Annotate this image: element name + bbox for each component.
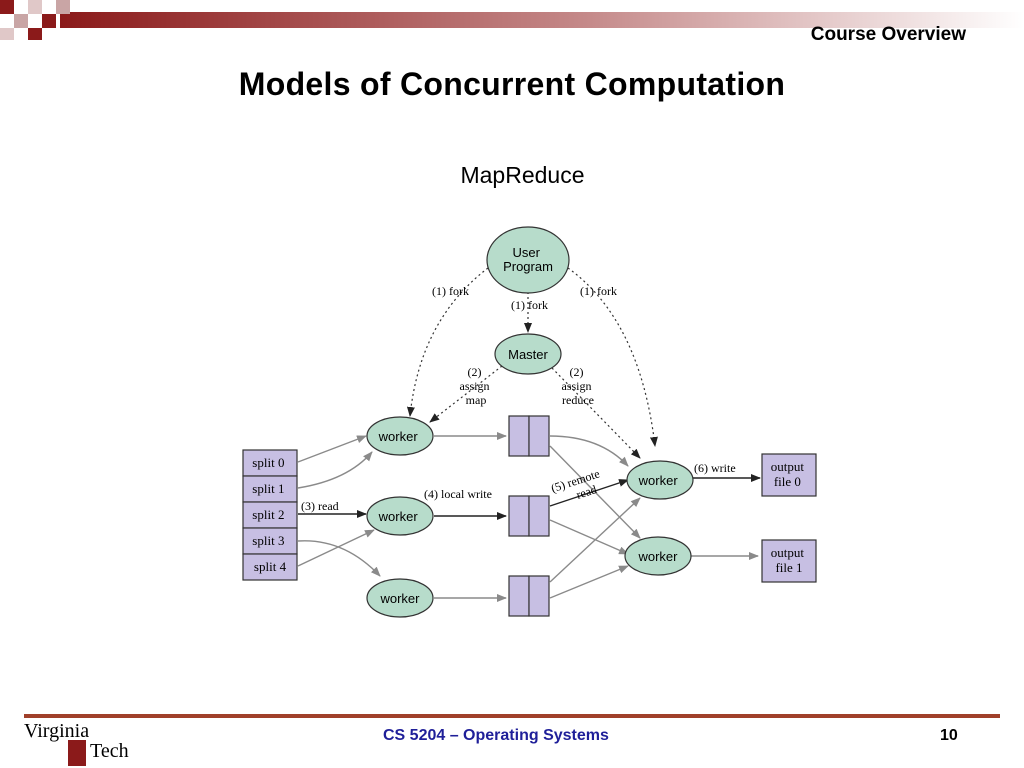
virginia-tech-logo: Virginia Tech bbox=[24, 720, 134, 768]
map-worker-1-label: worker bbox=[378, 429, 419, 444]
svg-text:(2) assign map: (2) assign map bbox=[460, 365, 493, 407]
remote-read-label: (5) remote read bbox=[549, 466, 608, 509]
mapreduce-diagram: User Program Master (1) fork (1) fork (1… bbox=[242, 226, 817, 618]
assign-map-arrow bbox=[429, 365, 503, 423]
split-4-label: split 4 bbox=[254, 559, 287, 574]
user-program-label-2: Program bbox=[503, 259, 553, 274]
write-label: (6) write bbox=[694, 461, 736, 475]
logo-text-2: Tech bbox=[90, 740, 129, 762]
output-file-0-label-1: output bbox=[771, 459, 805, 474]
master-node bbox=[494, 333, 562, 375]
reduce-worker-1-label: worker bbox=[638, 473, 679, 488]
map-worker-2 bbox=[366, 496, 434, 536]
slide-title: Models of Concurrent Computation bbox=[238, 66, 786, 102]
master-label: Master bbox=[508, 347, 548, 362]
svg-text:(2) assign reduce: (2) assign reduce bbox=[562, 365, 595, 407]
intermediate-file-3a bbox=[508, 575, 530, 617]
assign-reduce-label-1: (2) bbox=[570, 365, 584, 379]
output-file-1 bbox=[761, 539, 817, 583]
fork-center-label: (1) fork bbox=[511, 298, 548, 312]
intermediate-file-2a bbox=[508, 495, 530, 537]
logo-tower-icon bbox=[68, 740, 86, 766]
section-label: Course Overview bbox=[810, 24, 966, 45]
assign-reduce-arrow bbox=[551, 367, 641, 459]
map-worker-1 bbox=[366, 416, 434, 456]
split-1-label: split 1 bbox=[252, 481, 284, 496]
footer-divider bbox=[24, 714, 1000, 718]
reduce-worker-1 bbox=[626, 460, 694, 500]
map-worker-3-label: worker bbox=[379, 591, 420, 606]
assign-map-label-1: (2) bbox=[468, 365, 482, 379]
output-file-1-label-1: output bbox=[771, 545, 805, 560]
fork-left-arrow bbox=[406, 267, 489, 417]
reduce-worker-2-label: worker bbox=[637, 549, 678, 564]
intermediate-file-3b bbox=[528, 575, 550, 617]
page-number: 10 bbox=[940, 727, 958, 744]
split-3-label: split 3 bbox=[252, 533, 284, 548]
split-2-label: split 2 bbox=[252, 507, 284, 522]
output-file-0 bbox=[761, 453, 817, 497]
fork-right-arrow bbox=[567, 267, 658, 447]
read-label: (3) read bbox=[301, 499, 339, 513]
svg-text:worker worker worker: worker worker worker bbox=[378, 429, 422, 606]
assign-reduce-label-3: reduce bbox=[562, 393, 594, 407]
intermediate-file-1b bbox=[528, 415, 550, 457]
user-program-node bbox=[486, 226, 570, 294]
header-decoration bbox=[0, 0, 1024, 40]
user-program-label-1: User bbox=[512, 245, 540, 260]
fork-left-label: (1) fork bbox=[432, 284, 469, 298]
intermediate-file-2b bbox=[528, 495, 550, 537]
input-splits bbox=[242, 449, 298, 581]
map-worker-2-label: worker bbox=[378, 509, 419, 524]
fork-right-label: (1) fork bbox=[580, 284, 617, 298]
reduce-worker-2 bbox=[624, 536, 692, 576]
svg-text:User Program: User Program bbox=[503, 245, 553, 274]
svg-text:worker worker: worker worker bbox=[637, 473, 681, 564]
map-worker-3 bbox=[366, 578, 434, 618]
assign-map-label-3: map bbox=[466, 393, 487, 407]
output-file-0-label-2: file 0 bbox=[774, 474, 801, 489]
course-label: CS 5204 – Operating Systems bbox=[383, 727, 609, 744]
intermediate-file-1a bbox=[508, 415, 530, 457]
diagram-subtitle: MapReduce bbox=[460, 162, 585, 188]
output-file-1-label-2: file 1 bbox=[775, 560, 802, 575]
assign-reduce-label-2: assign bbox=[562, 379, 592, 393]
split-0-label: split 0 bbox=[252, 455, 284, 470]
svg-text:split 0 split 1 split: split 0 split 1 split 2 split 3 split 4 bbox=[252, 455, 287, 574]
local-write-label: (4) local write bbox=[424, 487, 492, 501]
logo-text-1: Virginia bbox=[24, 720, 90, 742]
assign-map-label-2: assign bbox=[460, 379, 490, 393]
svg-text:output file 0 output: output file 0 output file 1 bbox=[771, 459, 807, 575]
